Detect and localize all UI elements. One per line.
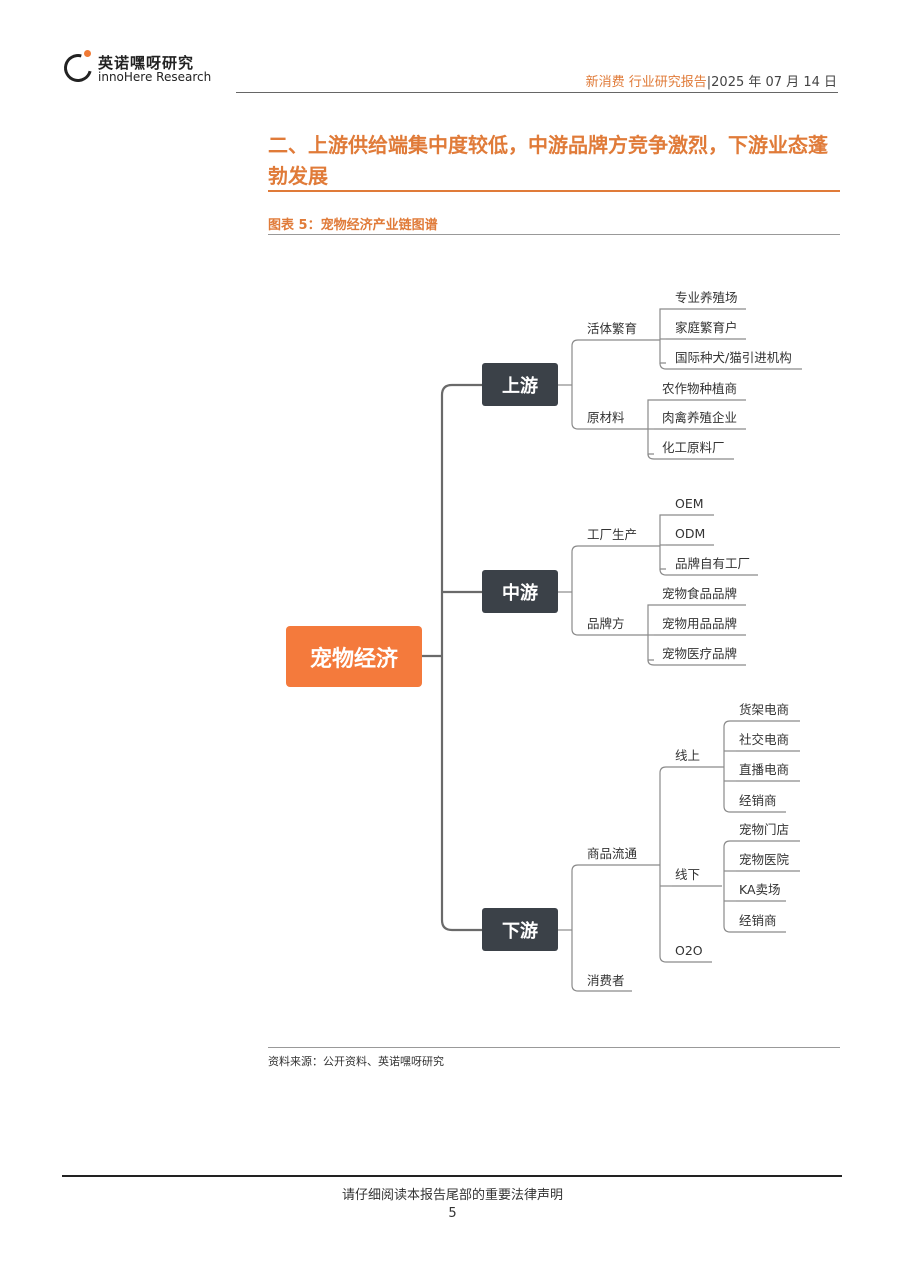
root-node: 宠物经济 <box>286 626 422 687</box>
leaf-item: 货架电商 <box>739 702 789 717</box>
leaf-item: 品牌自有工厂 <box>675 556 750 571</box>
branch-consumers: 消费者 <box>587 973 625 988</box>
branch-factory: 工厂生产 <box>587 527 637 542</box>
industry-chain-diagram: 宠物经济 上游 中游 下游 活体繁育 原材料 专业养殖场 家庭繁育户 国际种犬/… <box>286 290 802 992</box>
leaf-item: 肉禽养殖企业 <box>662 410 737 425</box>
report-meta: 新消费 行业研究报告|2025 年 07 月 14 日 <box>586 71 837 90</box>
page-number: 5 <box>448 1206 457 1221</box>
section-title: 二、上游供给端集中度较低，中游品牌方竞争激烈，下游业态蓬勃发展 <box>268 133 828 188</box>
leaf-item: 经销商 <box>739 913 777 928</box>
figure-title: 图表 5：宠物经济产业链图谱 <box>268 218 438 233</box>
leaf-item: 经销商 <box>739 793 777 808</box>
report-date: |2025 年 07 月 14 日 <box>706 75 837 90</box>
node-o2o: O2O <box>675 943 703 958</box>
upstream-label: 上游 <box>502 375 538 397</box>
root-node-label: 宠物经济 <box>310 646 399 672</box>
footer-divider <box>62 1175 842 1177</box>
leaf-item: OEM <box>675 496 704 511</box>
logo-dot-icon <box>84 50 91 57</box>
leaf-item: 直播电商 <box>739 762 789 777</box>
midstream-label: 中游 <box>502 582 538 604</box>
leaf-item: 社交电商 <box>739 732 789 747</box>
branch-brands: 品牌方 <box>587 616 625 631</box>
logo-text-en: innoHere Research <box>98 70 212 84</box>
source-divider <box>268 1047 840 1048</box>
leaf-item: 专业养殖场 <box>675 290 738 305</box>
logo-text-cn: 英诺嘿呀研究 <box>98 54 195 72</box>
leaf-item: 宠物门店 <box>739 822 789 837</box>
legal-notice: 请仔细阅读本报告尾部的重要法律声明 <box>341 1188 563 1203</box>
midstream-node: 中游 <box>482 570 558 613</box>
header-divider <box>236 92 838 93</box>
leaf-item: 宠物食品品牌 <box>662 586 737 601</box>
leaf-item: KA卖场 <box>739 882 781 897</box>
branch-live-breeding: 活体繁育 <box>587 321 637 336</box>
downstream-node: 下游 <box>482 908 558 951</box>
branch-raw-materials: 原材料 <box>587 410 625 425</box>
upstream-node: 上游 <box>482 363 558 406</box>
leaf-item: 家庭繁育户 <box>675 320 738 335</box>
node-offline: 线下 <box>675 867 700 882</box>
leaf-item: ODM <box>675 526 705 541</box>
section-divider <box>268 190 840 192</box>
branch-distribution: 商品流通 <box>587 846 638 861</box>
leaf-item: 化工原料厂 <box>662 440 725 455</box>
source-note: 资料来源：公开资料、英诺嘿呀研究 <box>268 1055 444 1068</box>
leaf-item: 宠物医疗品牌 <box>662 646 737 661</box>
leaf-item: 宠物用品品牌 <box>662 616 737 631</box>
report-category: 新消费 行业研究报告 <box>585 75 707 90</box>
figure-title-divider <box>268 234 840 235</box>
node-online: 线上 <box>675 748 700 763</box>
leaf-item: 国际种犬/猫引进机构 <box>675 350 792 365</box>
downstream-label: 下游 <box>502 920 538 942</box>
leaf-item: 宠物医院 <box>739 852 790 867</box>
leaf-item: 农作物种植商 <box>662 381 737 396</box>
